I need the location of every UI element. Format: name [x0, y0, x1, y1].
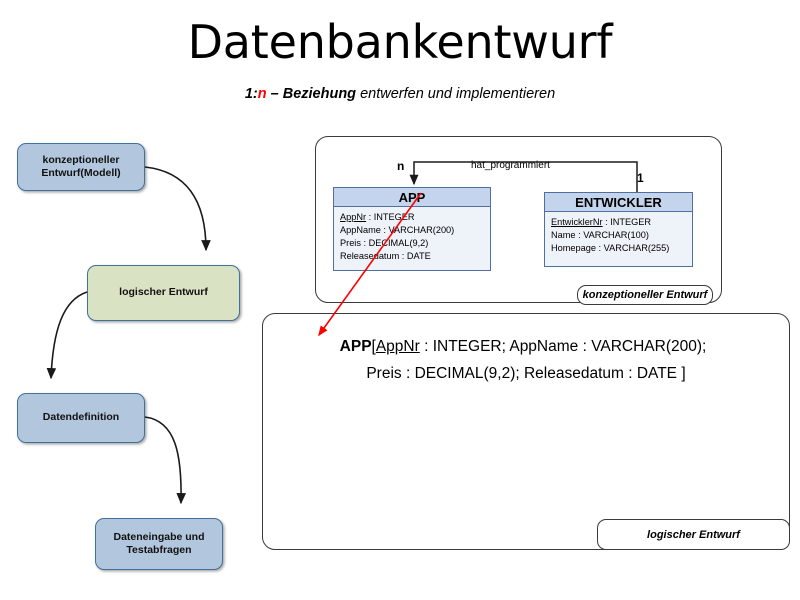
attribute-row: Preis : DECIMAL(9,2) [340, 238, 429, 249]
attribute-row: Releasedatum : DATE [340, 251, 431, 262]
logical-design-panel [262, 313, 790, 550]
attribute-type: VARCHAR(100) [583, 230, 649, 241]
entity-entwickler-header: ENTWICKLER [545, 193, 692, 212]
attribute-type: INTEGER [610, 217, 652, 227]
relation-line1-rest: : INTEGER; AppName : VARCHAR(200); [419, 338, 707, 355]
flow-box-label: Dateneingabe und Testabfragen [113, 530, 205, 556]
subtitle-n: n [257, 86, 267, 102]
page-title: Datenbankentwurf [187, 15, 613, 69]
relation-pk: AppNr [375, 338, 420, 355]
attribute-field: AppName [340, 225, 381, 236]
cardinality-n: n [397, 159, 405, 173]
entity-entwickler[interactable]: ENTWICKLER EntwicklerNr : INTEGER Name :… [544, 192, 693, 267]
attribute-field: Preis [340, 238, 361, 249]
entity-app-attributes: AppNr : INTEGER AppName : VARCHAR(200) P… [334, 207, 490, 267]
page-subtitle: 1:n – Beziehung entwerfen und implementi… [0, 86, 800, 102]
attribute-type: VARCHAR(255) [603, 243, 670, 254]
logical-design-tab[interactable]: logischer Entwurf [597, 519, 790, 550]
flow-box-label: konzeptioneller Entwurf(Modell) [41, 153, 121, 179]
attribute-field: Releasedatum [340, 251, 400, 262]
flow-box-label: Datendefinition [42, 411, 120, 424]
attribute-type: INTEGER [373, 212, 415, 222]
flow-arrow-2 [46, 291, 88, 380]
conceptual-design-tab-label: konzeptioneller Entwurf [582, 289, 708, 301]
attribute-field: Name [551, 230, 576, 241]
subtitle-bold-rest: – Beziehung [266, 86, 357, 102]
flow-box-konzeptioneller-entwurf[interactable]: konzeptioneller Entwurf(Modell) [17, 143, 145, 191]
relational-schema-line-1: APP[AppNr : INTEGER; AppName : VARCHAR(2… [270, 334, 782, 361]
attribute-type: DATE [406, 251, 431, 262]
relational-schema-line-2: Preis : DECIMAL(9,2); Releasedatum : DAT… [366, 364, 686, 382]
attribute-row: AppNr : INTEGER [340, 212, 415, 222]
flow-box-label: logischer Entwurf [119, 286, 208, 299]
conceptual-design-tab[interactable]: konzeptioneller Entwurf [577, 285, 713, 305]
relation-name: APP [339, 338, 372, 355]
flow-arrow-1 [144, 166, 211, 252]
attribute-field: Homepage [551, 243, 596, 254]
attribute-row: AppName : VARCHAR(200) [340, 225, 455, 236]
attribute-row: EntwicklerNr : INTEGER [551, 217, 652, 227]
open-bracket: [ [371, 338, 376, 355]
attribute-row: Homepage : VARCHAR(255) [551, 243, 670, 254]
attribute-type: VARCHAR(200) [388, 225, 455, 236]
attribute-field: AppNr [340, 212, 367, 222]
attribute-row: Name : VARCHAR(100) [551, 230, 649, 241]
logical-design-tab-label: logischer Entwurf [647, 528, 740, 541]
flow-box-logischer-entwurf[interactable]: logischer Entwurf [87, 265, 240, 321]
subtitle-italic-rest: entwerfen und implementieren [356, 86, 556, 102]
relationship-label: hat_programmiert [471, 160, 550, 171]
flow-box-datendefinition[interactable]: Datendefinition [17, 393, 145, 443]
subtitle-prefix: 1: [244, 86, 258, 102]
entity-app[interactable]: APP AppNr : INTEGER AppName : VARCHAR(20… [333, 187, 491, 271]
flow-box-dateneingabe[interactable]: Dateneingabe und Testabfragen [95, 518, 223, 570]
cardinality-1: 1 [637, 171, 644, 185]
attribute-field: EntwicklerNr [551, 217, 603, 227]
relational-schema-text: APP[AppNr : INTEGER; AppName : VARCHAR(2… [270, 334, 782, 387]
entity-entwickler-attributes: EntwicklerNr : INTEGER Name : VARCHAR(10… [545, 212, 692, 259]
attribute-type: DECIMAL(9,2) [368, 238, 429, 249]
flow-arrow-3 [144, 416, 187, 505]
entity-app-header: APP [334, 188, 490, 207]
